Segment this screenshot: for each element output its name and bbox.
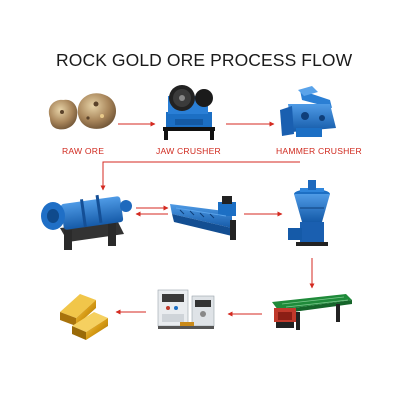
gold-bars-icon bbox=[60, 294, 108, 340]
label-raw-ore: RAW ORE bbox=[62, 146, 105, 156]
page-title: ROCK GOLD ORE PROCESS FLOW bbox=[56, 50, 353, 70]
label-hammer-crusher: HAMMER CRUSHER bbox=[276, 146, 362, 156]
smelting-furnace-icon bbox=[157, 289, 215, 329]
jaw-crusher-icon bbox=[163, 85, 215, 140]
arrow-hammer-to-ball-mill bbox=[100, 161, 300, 191]
gold-concentrator-icon bbox=[288, 180, 330, 246]
ball-mill-icon bbox=[41, 194, 132, 250]
raw-ore-icon bbox=[48, 93, 117, 130]
label-jaw-crusher: JAW CRUSHER bbox=[156, 146, 221, 156]
hammer-crusher-icon bbox=[280, 86, 336, 137]
spiral-classifier-icon bbox=[170, 196, 236, 240]
shaking-table-icon bbox=[272, 294, 352, 330]
